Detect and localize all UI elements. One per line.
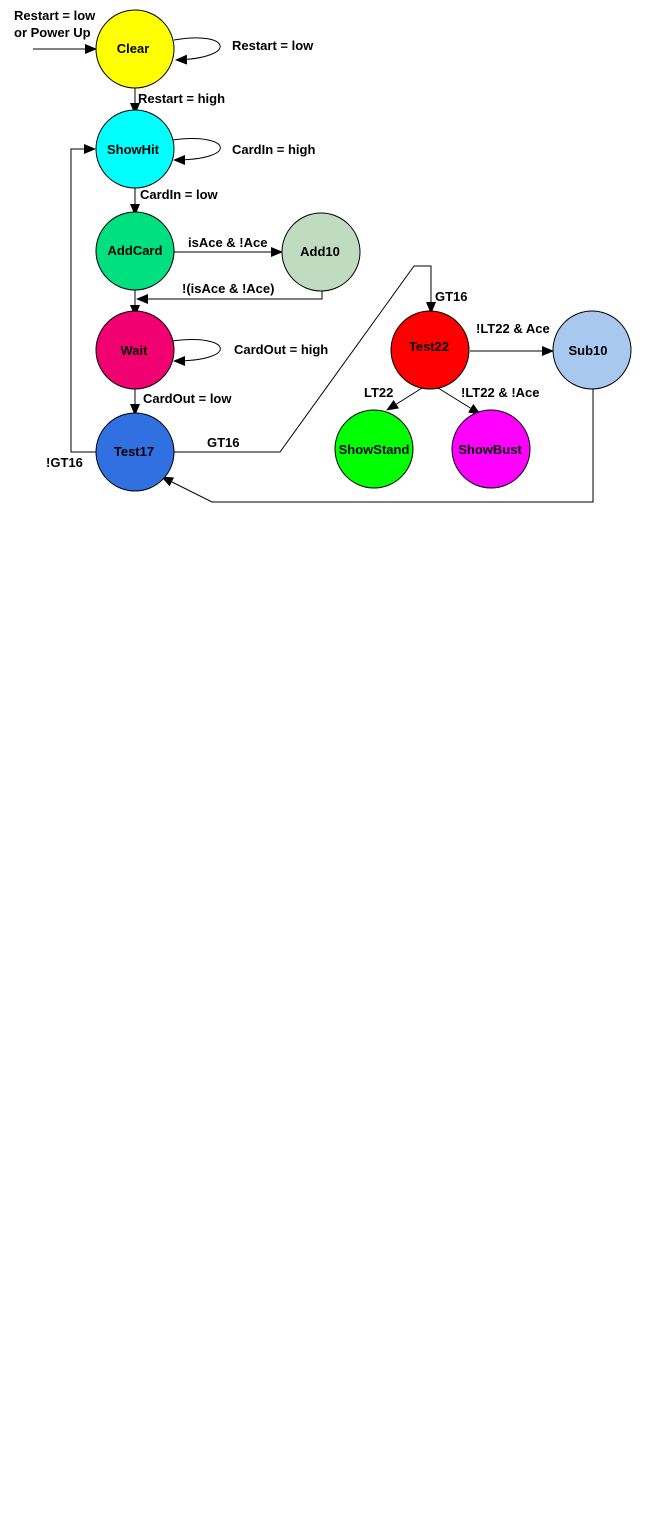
label-test22-entry: GT16	[435, 289, 468, 304]
wait-self-loop	[171, 339, 221, 366]
showhit-self-loop	[171, 138, 221, 165]
label-test22-showbust: !LT22 & !Ace	[461, 385, 540, 400]
label-test22-showstand: LT22	[364, 385, 393, 400]
label-add10-wait: !(isAce & !Ace)	[182, 281, 274, 296]
state-add10-node	[281, 212, 361, 292]
label-test22-sub10: !LT22 & Ace	[476, 321, 550, 336]
state-diagram: Clear ShowHit AddCard Add10 Wait Test17 …	[14, 8, 632, 503]
state-test17-node	[95, 412, 175, 492]
state-sub10-node	[552, 310, 632, 390]
state-add10: Add10	[281, 212, 361, 292]
edge-test17-showhit	[70, 144, 97, 453]
label-test17-test22: GT16	[207, 435, 240, 450]
state-test17: Test17	[95, 412, 175, 492]
state-addcard-node	[95, 211, 175, 291]
state-sub10-label: Sub10	[568, 343, 607, 358]
state-wait-label: Wait	[121, 343, 149, 358]
state-test22-node	[390, 310, 470, 390]
label-test17-showhit: !GT16	[46, 455, 83, 470]
edge-test17-test22	[174, 265, 436, 453]
state-test22: Test22	[390, 310, 470, 390]
state-showbust-node	[451, 409, 531, 489]
state-showhit-node	[95, 109, 175, 189]
state-sub10: Sub10	[552, 310, 632, 390]
state-showstand-label: ShowStand	[339, 442, 410, 457]
state-showstand: ShowStand	[334, 409, 414, 489]
label-clear-showhit: Restart = high	[138, 91, 225, 106]
state-showhit-label: ShowHit	[107, 142, 160, 157]
state-wait: Wait	[95, 310, 175, 390]
state-showbust-label: ShowBust	[458, 442, 522, 457]
state-wait-node	[95, 310, 175, 390]
entry-label-line2: or Power Up	[14, 25, 91, 40]
state-clear-node	[95, 9, 175, 89]
edge-add10-wait	[136, 290, 323, 304]
state-test22-label: Test22	[409, 339, 449, 354]
state-addcard-label: AddCard	[108, 243, 163, 258]
edge-sub10-test17	[161, 386, 594, 503]
state-clear: Clear	[95, 9, 175, 89]
label-showhit-self: CardIn = high	[232, 142, 315, 157]
state-showhit: ShowHit	[95, 109, 175, 189]
label-wait-test17: CardOut = low	[143, 391, 232, 406]
label-wait-self: CardOut = high	[234, 342, 328, 357]
state-showbust: ShowBust	[451, 409, 531, 489]
state-add10-label: Add10	[300, 244, 340, 259]
label-addcard-add10: isAce & !Ace	[188, 235, 267, 250]
state-showstand-node	[334, 409, 414, 489]
label-clear-self: Restart = low	[232, 38, 314, 53]
label-showhit-addcard: CardIn = low	[140, 187, 219, 202]
state-test17-label: Test17	[114, 444, 154, 459]
entry-label-line1: Restart = low	[14, 8, 96, 23]
state-clear-label: Clear	[117, 41, 150, 56]
clear-self-loop	[173, 37, 221, 65]
state-addcard: AddCard	[95, 211, 175, 291]
